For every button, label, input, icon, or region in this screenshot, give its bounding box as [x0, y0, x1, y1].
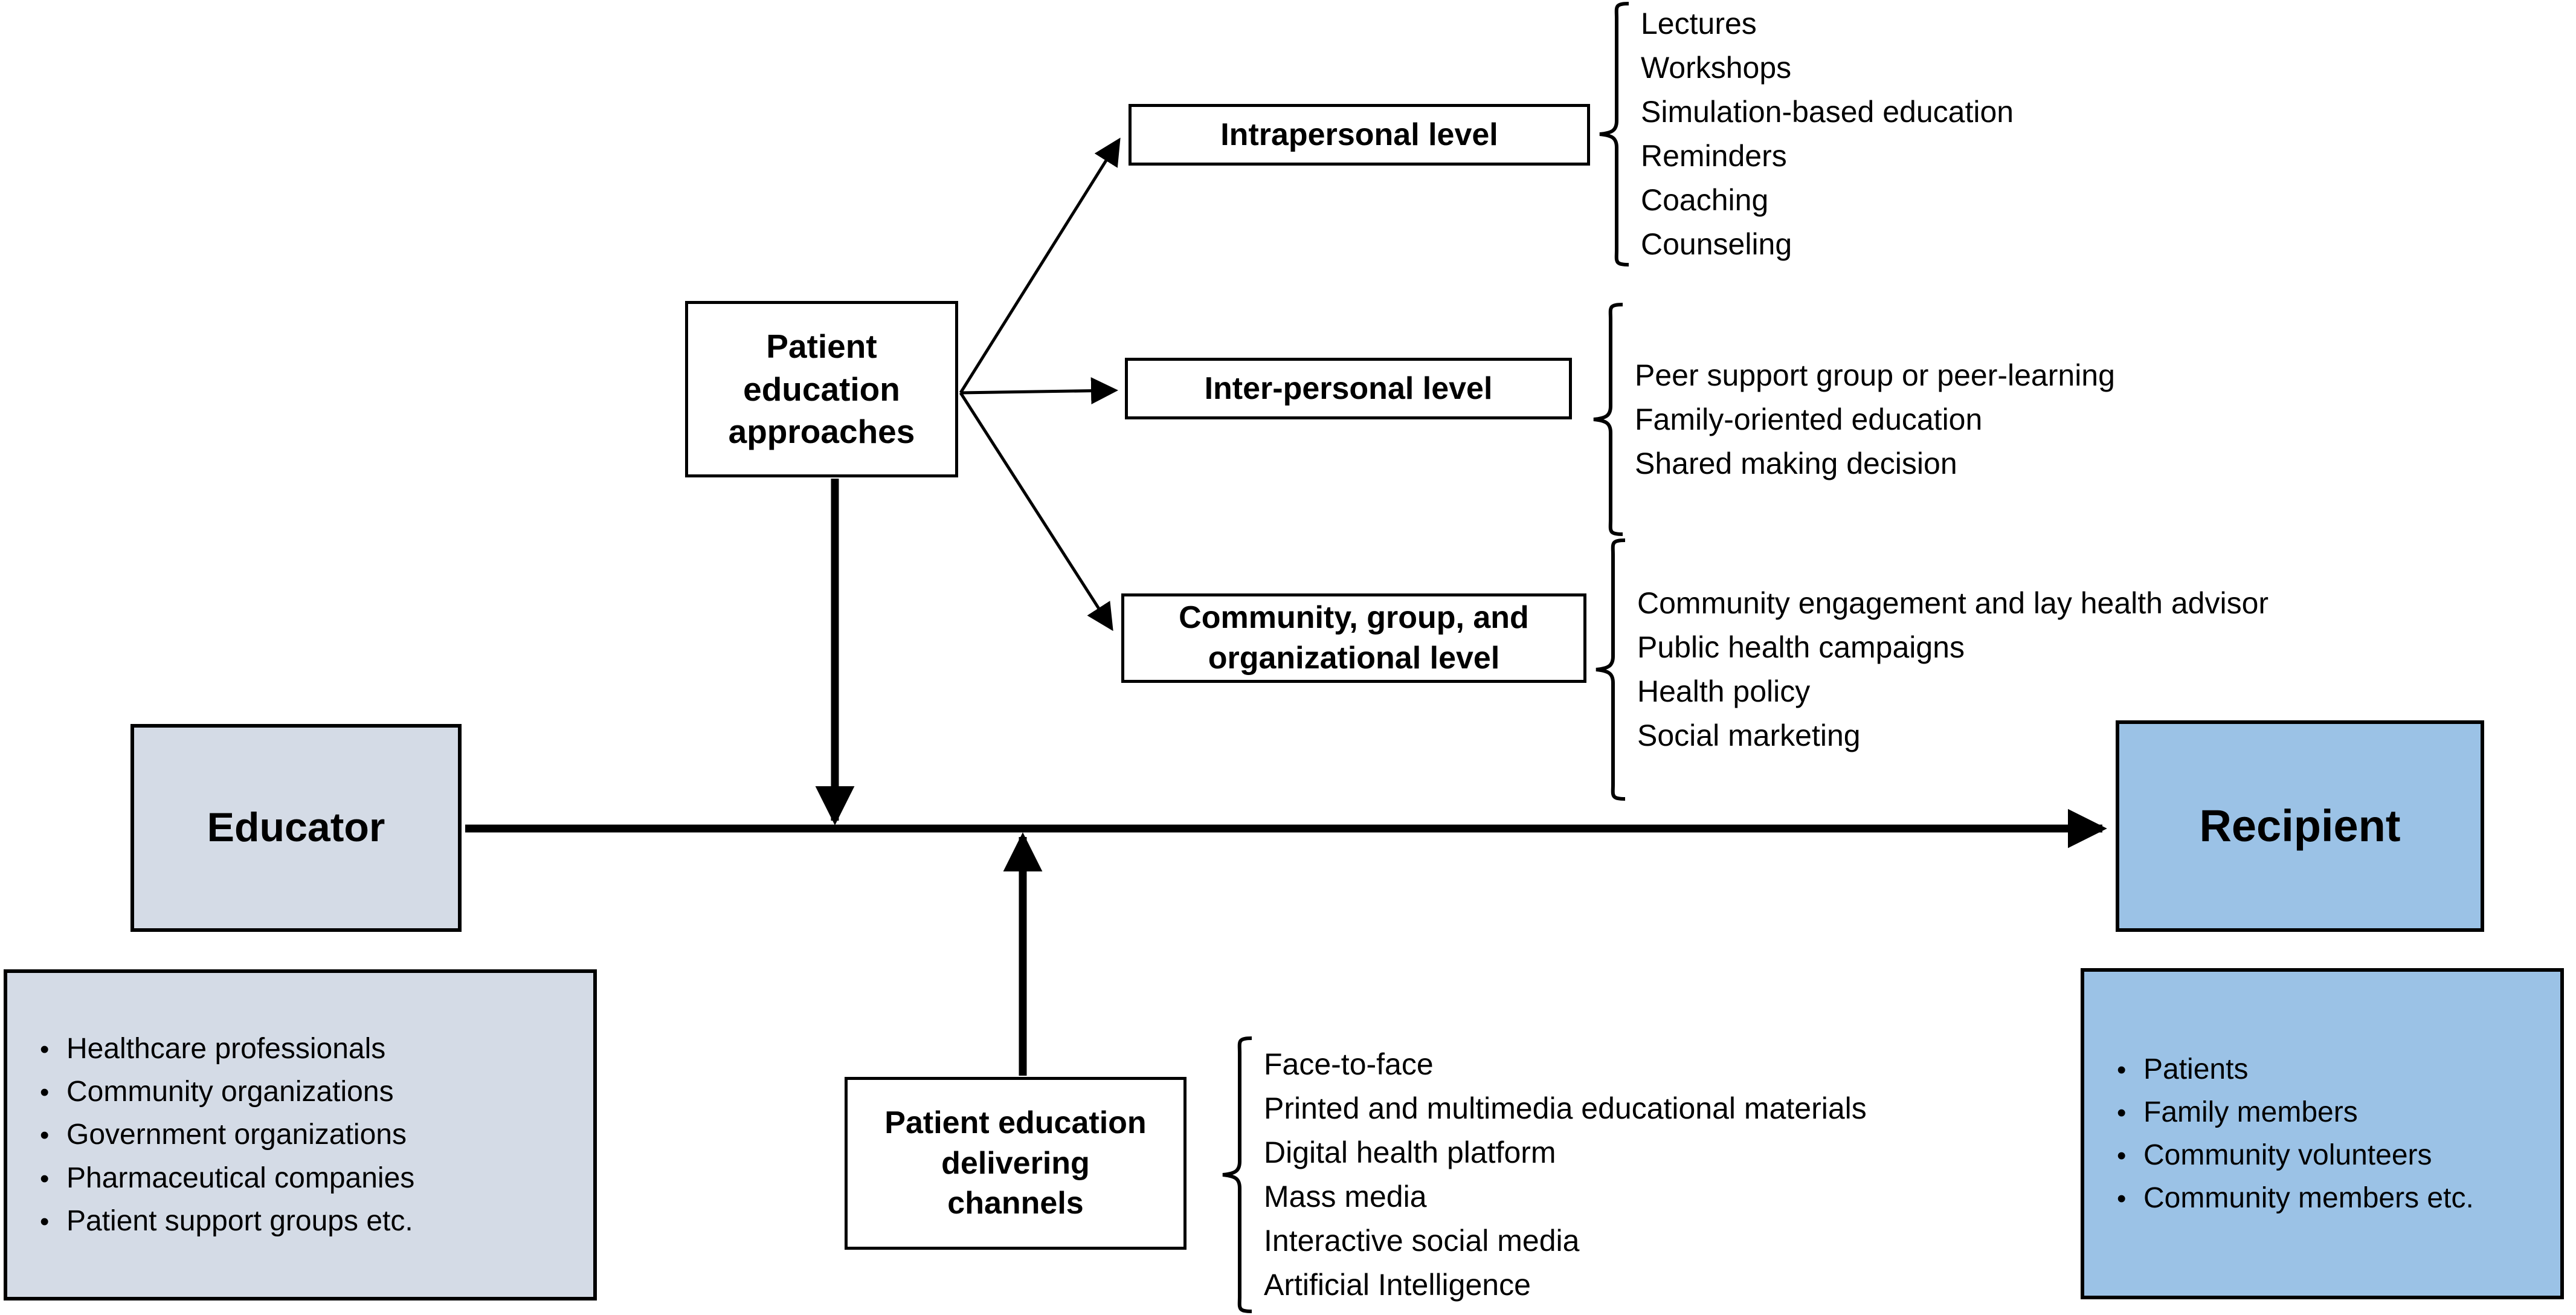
list-item: • Patients	[2117, 1048, 2528, 1091]
list-item: Counseling	[1641, 227, 1792, 261]
intrapersonal-items-group: Lectures Workshops Simulation-based educ…	[1596, 0, 2014, 268]
educator-bullet-panel: • Healthcare professionals • Community o…	[4, 969, 597, 1300]
patient-education-delivering-channels-box[interactable]: Patient education delivering channels	[845, 1077, 1187, 1250]
curly-brace-icon	[1599, 2, 1629, 267]
list-item: Coaching	[1641, 183, 1769, 217]
list-item: Community engagement and lay health advi…	[1637, 586, 2269, 620]
channels-items-list: Face-to-face Printed and multimedia educ…	[1264, 1042, 1867, 1307]
approaches-label: Patient education approaches	[728, 328, 915, 451]
list-item: • Community volunteers	[2117, 1134, 2528, 1177]
list-item: Interactive social media	[1264, 1224, 1580, 1258]
curly-brace-icon	[1222, 1036, 1252, 1313]
list-item-label: Patients	[2143, 1053, 2249, 1085]
list-item: Face-to-face	[1264, 1047, 1434, 1081]
list-item-label: Family members	[2143, 1096, 2358, 1128]
list-item: • Community members etc.	[2117, 1177, 2528, 1220]
list-item: • Pharmaceutical companies	[40, 1157, 561, 1200]
list-item: Digital health platform	[1264, 1136, 1556, 1169]
list-item: • Healthcare professionals	[40, 1027, 561, 1070]
arrow-to-interpersonal	[960, 377, 1118, 405]
list-item: Workshops	[1641, 51, 1792, 85]
list-item-label: Community volunteers	[2143, 1139, 2432, 1171]
list-item: Lectures	[1641, 7, 1757, 40]
community-items-group: Community engagement and lay health advi…	[1592, 537, 2268, 803]
list-item: Shared making decision	[1635, 446, 1957, 480]
list-item: Simulation-based education	[1641, 95, 2014, 129]
arrow-to-intrapersonal	[959, 137, 1121, 394]
community-organizational-level-box[interactable]: Community, group, and organizational lev…	[1121, 593, 1586, 683]
educator-box[interactable]: Educator	[130, 724, 462, 932]
list-item: • Family members	[2117, 1091, 2528, 1134]
channels-items-group: Face-to-face Printed and multimedia educ…	[1219, 1035, 1867, 1315]
curly-brace-icon	[1593, 303, 1623, 536]
list-item: Artificial Intelligence	[1264, 1268, 1531, 1302]
list-item: Social marketing	[1637, 719, 1861, 752]
list-item-label: Community members etc.	[2143, 1182, 2474, 1215]
list-item: Peer support group or peer-learning	[1635, 358, 2115, 392]
bullet-icon: •	[2117, 1141, 2127, 1171]
intrapersonal-level-label: Intrapersonal level	[1220, 117, 1498, 152]
patient-education-approaches-box[interactable]: Patient education approaches	[685, 301, 958, 477]
list-item-label: Pharmaceutical companies	[66, 1162, 415, 1194]
list-item: Health policy	[1637, 674, 1811, 708]
list-item: Reminders	[1641, 139, 1787, 173]
educator-label: Educator	[207, 804, 385, 851]
interpersonal-items-group: Peer support group or peer-learning Fami…	[1590, 301, 2115, 538]
bullet-icon: •	[40, 1163, 50, 1194]
bullet-icon: •	[40, 1206, 50, 1236]
list-item-label: Healthcare professionals	[66, 1033, 386, 1065]
list-item: Mass media	[1264, 1180, 1427, 1213]
list-item: • Patient support groups etc.	[40, 1200, 561, 1242]
bullet-icon: •	[2117, 1055, 2127, 1085]
bullet-icon: •	[2117, 1184, 2127, 1214]
list-item: • Community organizations	[40, 1070, 561, 1113]
recipient-box[interactable]: Recipient	[2116, 720, 2484, 932]
intrapersonal-items-list: Lectures Workshops Simulation-based educ…	[1641, 2, 2014, 267]
list-item: Family-oriented education	[1635, 402, 1983, 436]
bullet-icon: •	[2117, 1097, 2127, 1128]
list-item: Public health campaigns	[1637, 630, 1965, 664]
bullet-icon: •	[40, 1078, 50, 1108]
channels-label: Patient education delivering channels	[884, 1105, 1147, 1221]
community-level-label: Community, group, and organizational lev…	[1179, 600, 1529, 676]
interpersonal-level-box[interactable]: Inter-personal level	[1125, 358, 1572, 419]
interpersonal-items-list: Peer support group or peer-learning Fami…	[1635, 354, 2115, 486]
bullet-icon: •	[40, 1035, 50, 1065]
arrow-to-community	[959, 392, 1113, 632]
interpersonal-level-label: Inter-personal level	[1204, 370, 1493, 406]
list-item: Printed and multimedia educational mater…	[1264, 1091, 1867, 1125]
recipient-label: Recipient	[2199, 800, 2401, 851]
list-item: • Government organizations	[40, 1113, 561, 1156]
community-items-list: Community engagement and lay health advi…	[1637, 581, 2268, 758]
list-item-label: Community organizations	[66, 1076, 394, 1108]
list-item-label: Government organizations	[66, 1119, 407, 1151]
recipient-bullet-panel: • Patients • Family members • Community …	[2081, 968, 2564, 1299]
bullet-icon: •	[40, 1120, 50, 1151]
curly-brace-icon	[1596, 538, 1626, 801]
intrapersonal-level-box[interactable]: Intrapersonal level	[1129, 104, 1590, 166]
list-item-label: Patient support groups etc.	[66, 1204, 413, 1237]
